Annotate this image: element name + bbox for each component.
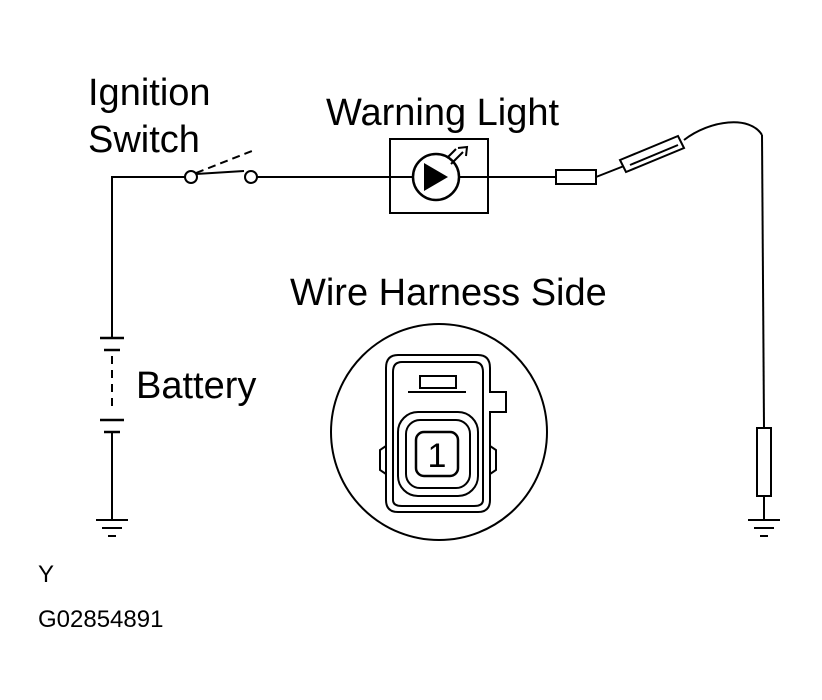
connector-icon: 1	[330, 323, 548, 541]
battery-label: Battery	[136, 365, 256, 407]
test-probe-icon	[555, 121, 763, 185]
figure-code: G02854891	[38, 606, 163, 633]
battery-icon	[100, 336, 124, 434]
ground-icon-right	[748, 519, 780, 537]
corner-letter: Y	[38, 561, 54, 588]
connector-pin-number: 1	[428, 437, 447, 475]
left-wire	[111, 176, 186, 520]
ignition-switch-label-line2: Switch	[88, 119, 200, 161]
warning-light-label: Warning Light	[326, 92, 559, 134]
wire-harness-side-label: Wire Harness Side	[290, 272, 607, 314]
ignition-switch-label-line1: Ignition	[88, 72, 211, 114]
warning-lamp-icon	[389, 138, 489, 214]
right-wire	[756, 134, 772, 520]
ground-icon	[96, 519, 128, 537]
